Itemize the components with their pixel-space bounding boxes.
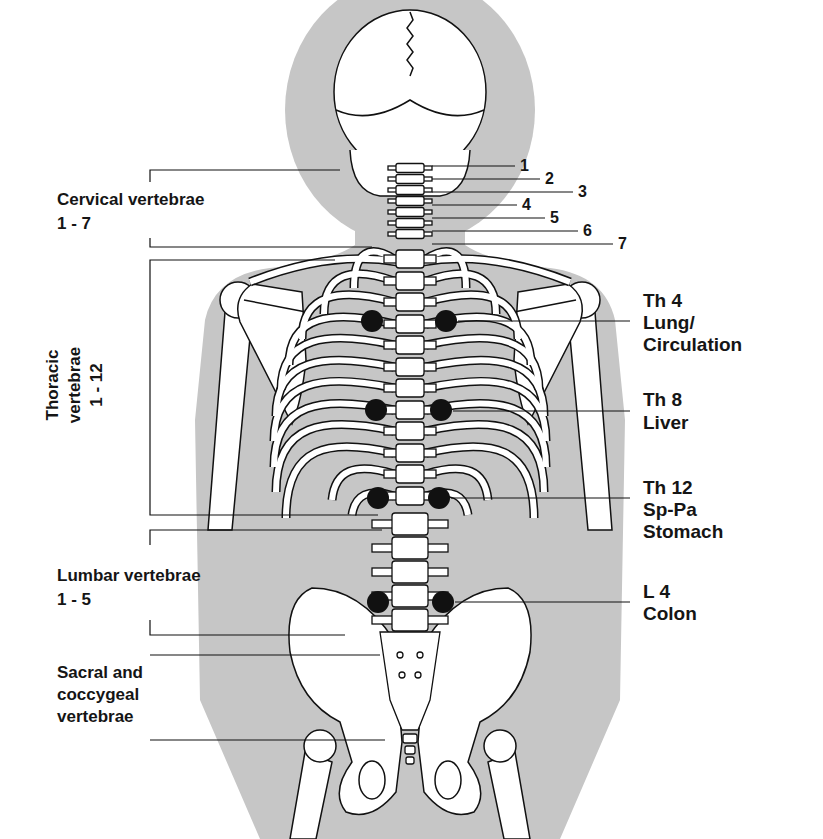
region-label: Lumbar vertebrae 1 - 5 — [57, 564, 207, 612]
leader-line — [458, 320, 630, 321]
vertebra — [392, 609, 428, 631]
organ-label: Sp-Pa Stomach — [643, 499, 738, 543]
vertebra — [396, 444, 424, 462]
callout-number: 6 — [583, 224, 592, 238]
sacral-foramen — [399, 672, 405, 678]
segment-label: L 4 — [643, 581, 670, 603]
bracket — [150, 170, 340, 182]
lumbar-spine — [372, 513, 448, 631]
leader-line — [432, 230, 578, 231]
callout-number: 5 — [550, 211, 559, 225]
region-label: Thoracic vertebrae 1 - 12 — [42, 343, 108, 427]
marker-dot — [367, 591, 389, 613]
vertebra — [396, 315, 424, 333]
ribs-fill — [250, 252, 398, 518]
reflex-dots — [361, 310, 457, 613]
vertebra — [396, 422, 424, 440]
ribs-outline — [422, 252, 570, 518]
coccyx — [405, 746, 415, 754]
leader-line — [453, 410, 630, 411]
skull — [334, 10, 486, 196]
marker-dot — [432, 591, 454, 613]
vertebra — [396, 197, 424, 206]
marker-dot — [361, 310, 383, 332]
organ-label: Colon — [643, 603, 697, 625]
vertebra — [396, 401, 424, 419]
callout-number: 2 — [545, 172, 554, 186]
marker-dot — [435, 310, 457, 332]
callout-number: 4 — [522, 198, 531, 212]
sacrum — [380, 632, 440, 764]
vertebra — [396, 208, 424, 217]
leader-line — [432, 191, 573, 192]
cervical-spine — [388, 164, 432, 239]
sacral-foramen — [417, 652, 423, 658]
vertebra — [392, 513, 428, 535]
vertebra — [396, 358, 424, 376]
vertebra — [396, 175, 424, 184]
marker-dot — [367, 487, 389, 509]
thoracic-spine — [384, 250, 436, 505]
bracket — [150, 654, 380, 655]
suture — [407, 12, 413, 76]
bracket — [150, 620, 345, 635]
vertebra — [396, 186, 424, 195]
callout-number: 7 — [618, 237, 627, 251]
vertebra — [396, 250, 424, 268]
leader-lines — [150, 166, 630, 740]
marker-dot — [430, 399, 452, 421]
sacral-foramen — [397, 652, 403, 658]
vertebra — [396, 230, 424, 239]
bracket — [150, 739, 385, 740]
organ-label: Liver — [643, 412, 688, 434]
vertebra — [396, 487, 424, 505]
leader-line — [451, 497, 630, 498]
coccyx — [403, 734, 417, 743]
callout-number: 1 — [520, 159, 529, 173]
vertebra — [396, 293, 424, 311]
organ-label: Lung/ Circulation — [643, 312, 755, 356]
coccyx — [406, 757, 414, 764]
leader-line — [432, 204, 517, 205]
vertebra — [396, 465, 424, 483]
region-label: Sacral and coccygeal vertebrae — [57, 662, 149, 728]
marker-dot — [365, 399, 387, 421]
bracket — [150, 260, 378, 515]
vertebra — [392, 585, 428, 607]
leader-line — [455, 601, 630, 602]
suture — [336, 100, 484, 116]
vertebra — [396, 164, 424, 173]
vertebra — [392, 561, 428, 583]
vertebra — [396, 379, 424, 397]
segment-label: Th 8 — [643, 389, 682, 411]
mandible — [350, 150, 470, 196]
callout-number: 3 — [578, 185, 587, 199]
vertebra — [392, 537, 428, 559]
segment-label: Th 4 — [643, 290, 682, 312]
leader-line — [432, 243, 613, 244]
bracket — [150, 238, 372, 247]
skull-cap — [334, 10, 486, 174]
vertebra — [396, 219, 424, 228]
sacrum-bone — [380, 632, 440, 730]
leader-line — [432, 217, 545, 218]
ribs-fill — [422, 252, 570, 518]
vertebra — [396, 272, 424, 290]
marker-dot — [428, 487, 450, 509]
leader-line — [432, 178, 540, 179]
body-silhouette — [285, 0, 535, 245]
region-label: Cervical vertebrae 1 - 7 — [57, 188, 212, 236]
ribs-outline — [250, 252, 398, 518]
sacral-foramen — [415, 672, 421, 678]
body-silhouette — [195, 200, 625, 839]
leader-line — [432, 165, 515, 166]
vertebra — [396, 336, 424, 354]
bracket — [150, 530, 382, 545]
segment-label: Th 12 — [643, 477, 693, 499]
